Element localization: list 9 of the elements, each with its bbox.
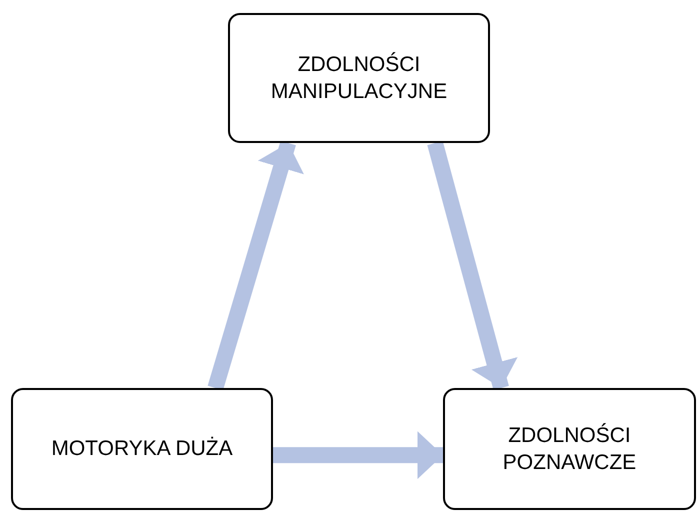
rounded-box (11, 388, 273, 510)
box-label: MOTORYKA DUŻA (51, 436, 233, 462)
block-arrow (273, 431, 443, 480)
box-label: ZDOLNOŚCI POZNAWCZE (502, 422, 638, 476)
box-label: ZDOLNOŚCI MANIPULACYJNE (270, 51, 448, 105)
rounded-box (443, 388, 696, 510)
block-arrow (427, 140, 518, 390)
rounded-box (228, 13, 490, 143)
block-arrow (208, 140, 304, 390)
